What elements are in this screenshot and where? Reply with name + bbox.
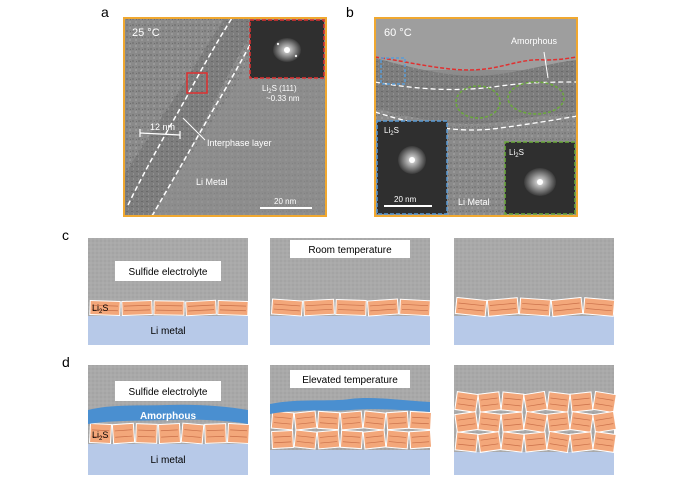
tem-image-b: [374, 17, 578, 217]
li2s-crystal: [362, 410, 387, 431]
li2s-label-d: Li2S: [92, 430, 108, 442]
li2s-crystal: [454, 296, 488, 318]
schematic-d1: [88, 365, 251, 475]
li2s-crystal: [523, 410, 548, 434]
li-metal-label-c: Li metal: [150, 326, 185, 337]
li2s-crystal: [592, 390, 617, 414]
li2s-crystal: [88, 422, 113, 445]
li2s-crystal: [569, 411, 594, 433]
li2s-crystal: [293, 410, 318, 431]
schematic-c2: [270, 238, 431, 345]
panel-letter-d: d: [62, 354, 70, 370]
li2s-crystal: [399, 298, 431, 317]
li2s-crystal: [204, 423, 227, 444]
li2s-crystal: [569, 391, 594, 413]
li2s-crystal: [271, 429, 294, 450]
li2s-crystal: [339, 429, 364, 450]
li2s-crystal: [592, 431, 617, 453]
li2s-crystal: [500, 411, 525, 433]
li2s-right-label-b: Li2S: [509, 148, 524, 159]
li2s-crystal: [385, 410, 410, 431]
li2s-crystal: [592, 410, 617, 434]
panel-letter-a: a: [101, 4, 109, 20]
li2s-crystal: [477, 431, 502, 453]
li2s-crystal: [477, 411, 502, 433]
li-metal-label-a: Li Metal: [196, 177, 228, 187]
li2s-crystal: [89, 299, 121, 317]
li2s-crystal: [454, 391, 479, 413]
li2s-crystal: [582, 297, 616, 317]
li2s-crystal: [486, 297, 520, 317]
fft-label-a: Li2S (111): [262, 84, 297, 95]
interphase-label-a: Interphase layer: [207, 138, 272, 148]
condition-label-c: Room temperature: [308, 245, 392, 256]
panel-letter-b: b: [346, 4, 354, 20]
li2s-crystal: [293, 429, 318, 450]
li2s-crystal: [408, 429, 433, 450]
schematic-d2: [270, 365, 433, 475]
li2s-crystal: [546, 411, 571, 433]
li2s-crystal: [477, 391, 502, 413]
tem-image-a: [123, 17, 327, 217]
li2s-crystal: [546, 430, 571, 454]
li2s-crystal: [226, 422, 251, 445]
scale-label-b: 20 nm: [394, 195, 417, 204]
li-metal-label-d: Li metal: [150, 455, 185, 466]
temp-label-a: 25 °C: [132, 27, 160, 39]
li2s-crystal: [185, 299, 217, 317]
schematic-c3: [454, 238, 616, 345]
li2s-crystal: [500, 431, 525, 453]
li2s-crystal: [454, 411, 479, 433]
li2s-crystal: [454, 431, 479, 453]
li2s-crystal: [339, 410, 364, 431]
li2s-crystal: [385, 429, 410, 450]
li2s-crystal: [546, 391, 571, 413]
li2s-crystal: [500, 391, 525, 413]
amorphous-label-d: Amorphous: [140, 411, 197, 422]
electrolyte-label-c: Sulfide electrolyte: [129, 267, 208, 278]
li2s-label-c: Li2S: [92, 303, 108, 315]
li2s-crystal: [335, 298, 367, 317]
li2s-crystal: [180, 422, 205, 445]
li2s-crystal: [550, 296, 584, 318]
thickness-label-a: 12 nm: [150, 122, 175, 132]
li2s-crystal: [523, 431, 548, 453]
li2s-crystal: [270, 298, 304, 317]
schematic-d3: [454, 365, 617, 475]
li2s-crystal: [518, 297, 552, 317]
schematic-c1: [88, 238, 249, 345]
condition-label-d: Elevated temperature: [302, 375, 398, 386]
panel-letter-c: c: [62, 227, 69, 243]
electrolyte-label-d: Sulfide electrolyte: [129, 387, 208, 398]
li2s-crystal: [366, 298, 400, 317]
li2s-crystal: [157, 422, 182, 445]
li2s-crystal: [121, 299, 153, 317]
li2s-crystal: [362, 429, 387, 450]
li2s-crystal: [523, 390, 548, 414]
li2s-crystal: [153, 300, 185, 316]
temp-label-b: 60 °C: [384, 27, 412, 39]
li2s-crystal: [270, 410, 295, 431]
li2s-crystal: [135, 423, 158, 444]
li2s-crystal: [316, 410, 341, 431]
scale-label-a: 20 nm: [274, 197, 297, 206]
li-metal-label-b: Li Metal: [458, 197, 490, 207]
d-spacing-label-a: ~0.33 nm: [266, 94, 300, 103]
li2s-crystal: [111, 422, 136, 445]
li2s-crystal: [217, 299, 249, 317]
li2s-left-label-b: Li2S: [384, 126, 399, 137]
amorphous-label-b: Amorphous: [511, 36, 558, 46]
li2s-crystal: [569, 431, 594, 453]
li2s-crystal: [409, 410, 432, 431]
li2s-crystal: [316, 429, 341, 450]
li2s-crystal: [303, 298, 335, 317]
